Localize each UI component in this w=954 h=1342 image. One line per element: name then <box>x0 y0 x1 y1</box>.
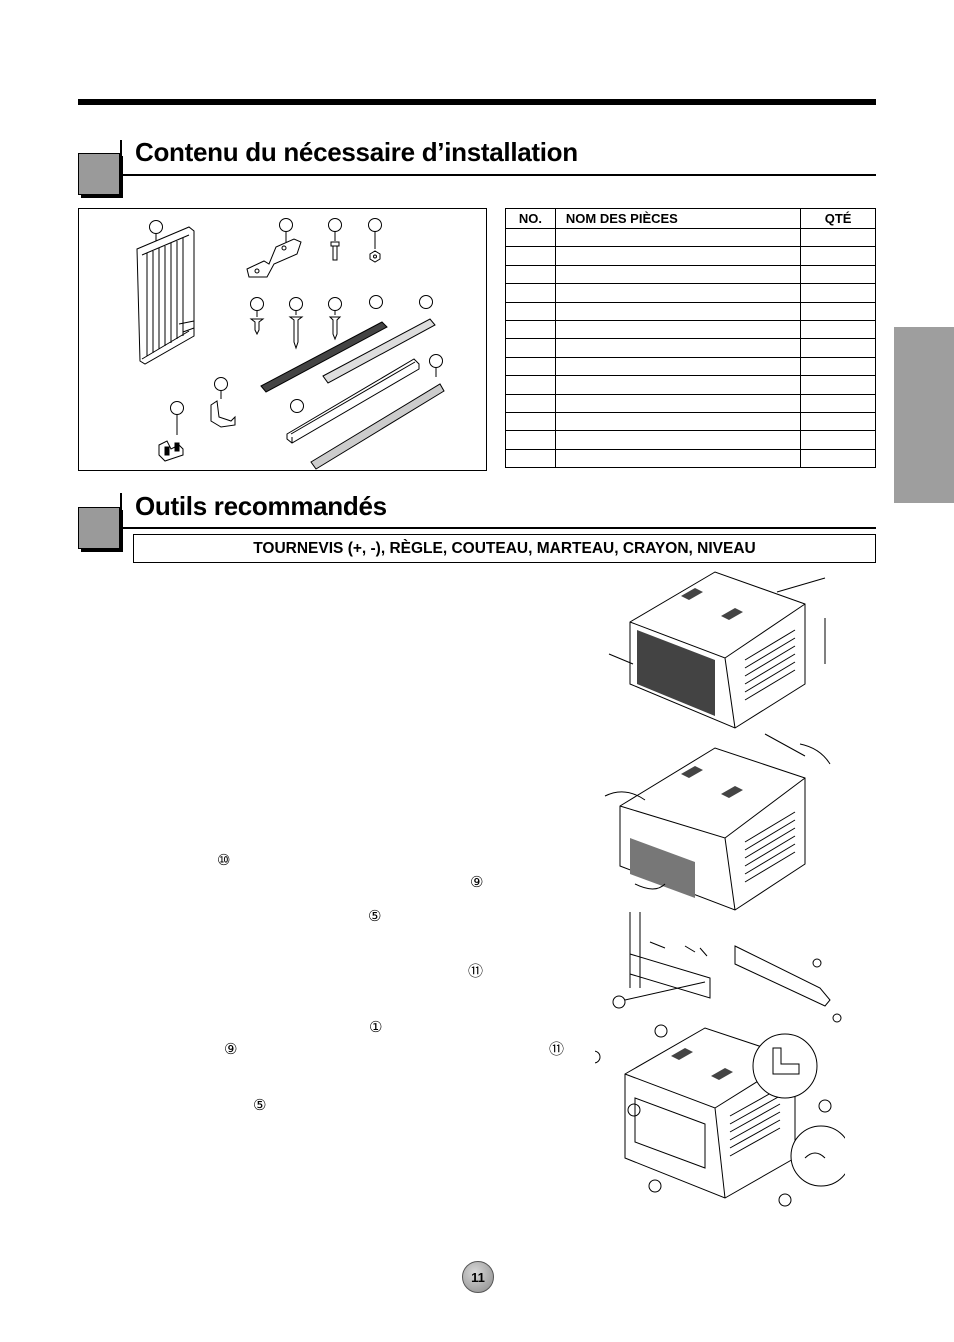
side-tab <box>894 327 954 503</box>
table-row <box>505 319 876 340</box>
parts-drawing <box>136 218 445 470</box>
installation-illustrations <box>595 571 845 1207</box>
table-row <box>505 246 876 266</box>
page-number: 11 <box>462 1261 494 1293</box>
section-title-tools: Outils recommandés <box>135 491 387 521</box>
section-marker <box>78 507 120 549</box>
table-row <box>505 356 876 377</box>
table-cell <box>554 283 802 303</box>
table-row <box>505 411 876 432</box>
ac-unit-removing-grille <box>604 747 806 911</box>
parts-table: NO. NOM DES PIÈCES QTÉ <box>505 208 876 469</box>
table-cell <box>800 356 876 377</box>
section-rule <box>120 527 876 529</box>
table-row <box>505 227 876 248</box>
table-cell <box>505 301 556 321</box>
callout-number: ⑨ <box>470 873 484 891</box>
window-channel-detail <box>612 912 842 1023</box>
table-cell <box>800 448 876 469</box>
table-cell <box>554 264 802 285</box>
table-row <box>505 283 876 303</box>
table-cell <box>800 264 876 285</box>
table-row <box>505 264 876 285</box>
top-rule <box>78 99 876 105</box>
table-row <box>505 301 876 321</box>
parts-illustration <box>78 208 487 471</box>
table-cell <box>554 356 802 377</box>
table-cell <box>800 227 876 248</box>
callout-number: ⑪ <box>468 962 484 980</box>
table-row <box>505 430 876 450</box>
table-row <box>505 448 876 469</box>
table-row <box>505 393 876 413</box>
table-cell <box>800 301 876 321</box>
table-cell <box>554 448 802 469</box>
section-marker <box>78 153 120 195</box>
table-cell <box>505 393 556 413</box>
table-cell <box>505 356 556 377</box>
header-qty: QTÉ <box>800 208 876 229</box>
table-cell <box>800 283 876 303</box>
table-cell <box>505 319 556 340</box>
table-cell <box>554 430 802 450</box>
table-cell <box>505 227 556 248</box>
table-cell <box>554 301 802 321</box>
callout-number: ⑩ <box>217 851 231 869</box>
ac-unit-with-curtains <box>595 1024 845 1207</box>
callout-number: ⑤ <box>368 907 382 925</box>
table-cell <box>505 375 556 395</box>
table-cell <box>800 375 876 395</box>
tools-list: TOURNEVIS (+, -), RÈGLE, COUTEAU, MARTEA… <box>133 534 876 563</box>
table-cell <box>800 338 876 358</box>
callout-number: ⑪ <box>549 1040 565 1058</box>
table-row <box>505 338 876 358</box>
section-title-contents: Contenu du nécessaire d’installation <box>135 137 578 167</box>
callout-number: ① <box>369 1018 383 1036</box>
table-cell <box>554 246 802 266</box>
header-no: NO. <box>505 208 556 229</box>
table-cell <box>505 448 556 469</box>
section-divider <box>120 140 122 196</box>
callout-number: ⑤ <box>253 1096 267 1114</box>
section-divider <box>120 493 122 549</box>
table-cell <box>505 411 556 432</box>
table-cell <box>505 430 556 450</box>
table-cell <box>554 338 802 358</box>
table-body <box>505 227 876 469</box>
table-cell <box>505 246 556 266</box>
table-cell <box>800 393 876 413</box>
table-cell <box>505 338 556 358</box>
table-cell <box>505 264 556 285</box>
table-cell <box>505 283 556 303</box>
table-row <box>505 375 876 395</box>
table-cell <box>800 411 876 432</box>
section-rule <box>120 174 876 176</box>
table-cell <box>554 227 802 248</box>
ac-unit-front-view <box>608 571 831 765</box>
table-cell <box>554 375 802 395</box>
header-name: NOM DES PIÈCES <box>554 208 802 229</box>
table-cell <box>554 393 802 413</box>
table-cell <box>800 430 876 450</box>
table-cell <box>800 319 876 340</box>
table-cell <box>554 319 802 340</box>
callout-number: ⑨ <box>224 1040 238 1058</box>
table-cell <box>800 246 876 266</box>
table-cell <box>554 411 802 432</box>
table-header-row: NO. NOM DES PIÈCES QTÉ <box>505 208 876 229</box>
